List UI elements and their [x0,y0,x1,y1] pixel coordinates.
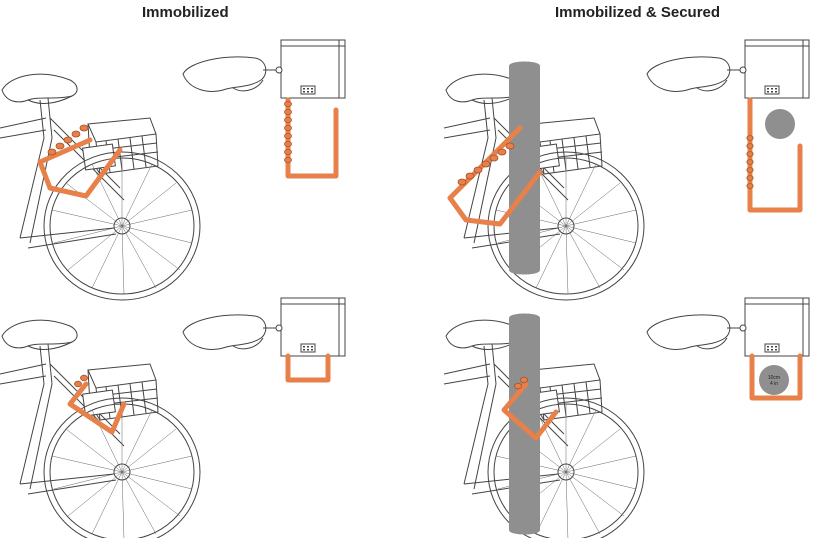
detail-top-right [646,39,810,213]
lock-bottom-right [501,376,559,441]
lock-bottom-left [67,374,127,435]
detail-top-left [182,39,346,179]
lock-top-right [447,125,543,227]
bike-top-left [0,73,201,301]
detail-bottom-right: 10cm 4 in [646,297,810,401]
bike-top-right [443,73,645,301]
pole-bottom-right [509,313,540,535]
bike-bottom-left [0,319,201,538]
pole-top-right [509,61,540,275]
detail-bottom-left [182,297,346,383]
diameter-label-imperial: 4 in [770,381,778,387]
lock-top-left [37,124,123,199]
heading-immobilized-secured: Immobilized & Secured [555,4,721,21]
heading-immobilized: Immobilized [142,4,229,21]
diameter-label-metric: 10cm [768,375,780,381]
